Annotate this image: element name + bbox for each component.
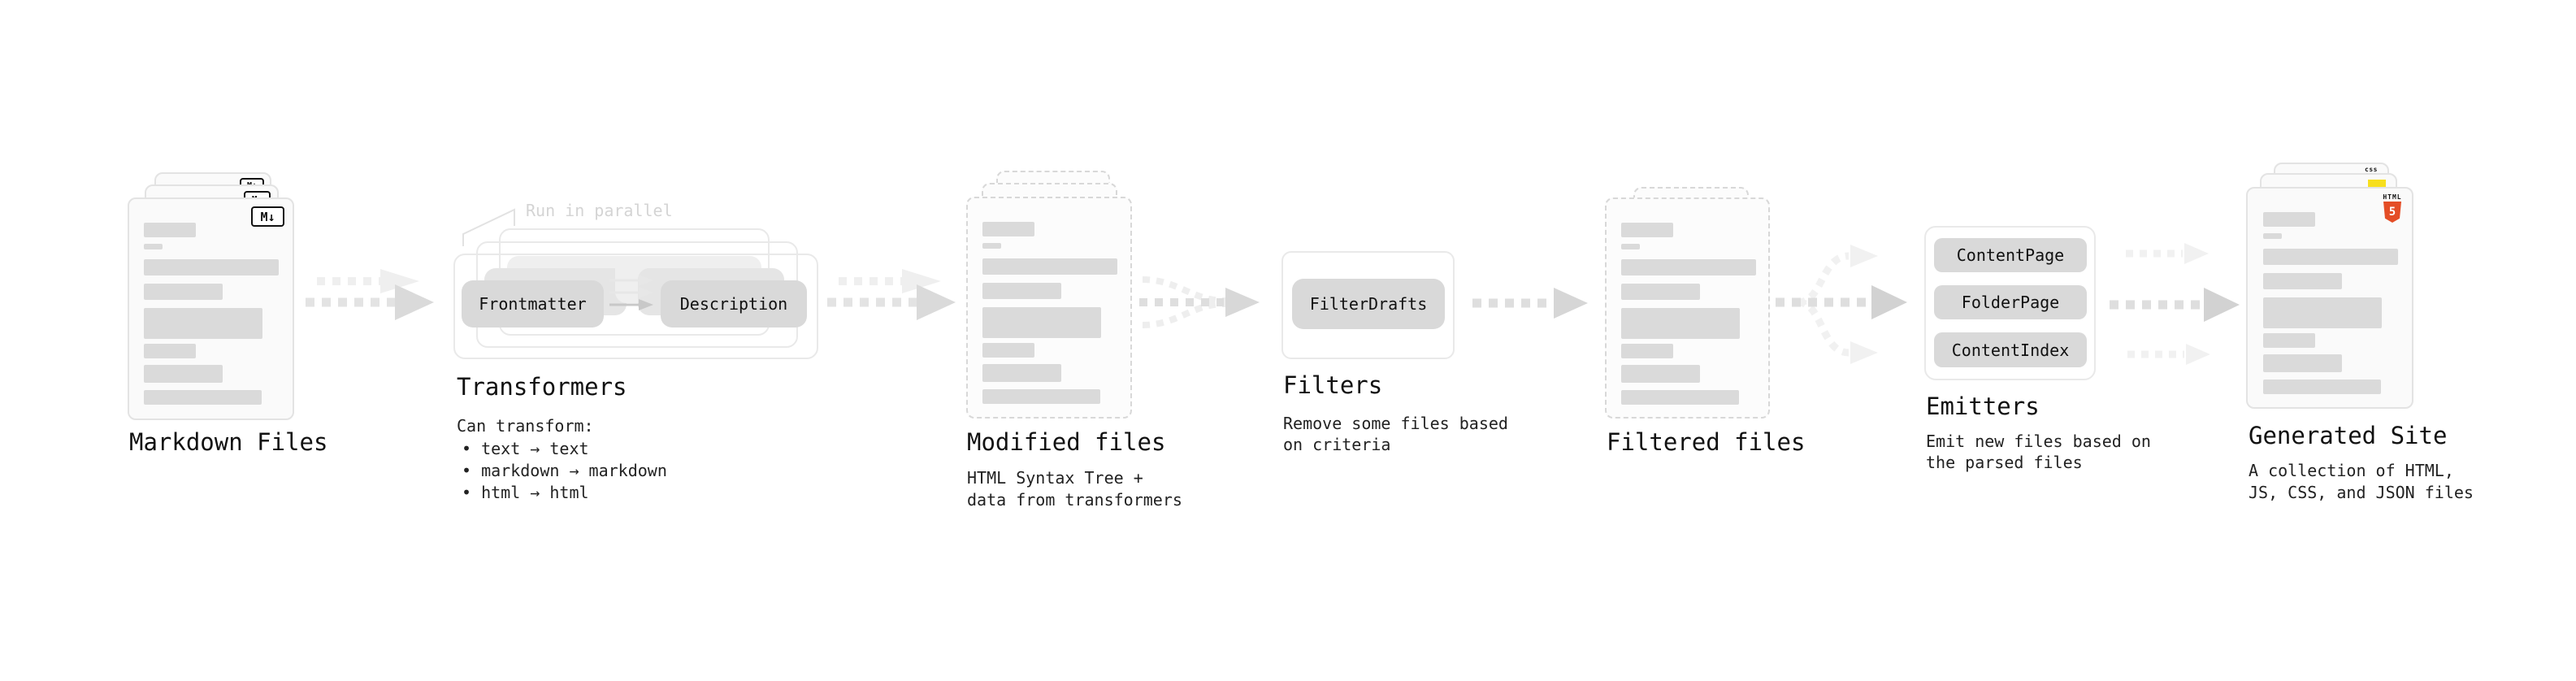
- contentindex-chip: ContentIndex: [1934, 332, 2087, 367]
- skeleton-line: [144, 365, 223, 383]
- annotation-leader-line: [462, 208, 515, 246]
- css-icon-label: css: [2365, 166, 2378, 173]
- modified-files-caption: HTML Syntax Tree + data from transformer…: [967, 467, 1182, 511]
- skeleton-line: [982, 343, 1034, 358]
- html5-icon: HTML 5: [2383, 193, 2402, 223]
- skeleton-line: [2263, 297, 2382, 328]
- folderpage-chip: FolderPage: [1934, 285, 2087, 319]
- generated-site-caption: A collection of HTML, JS, CSS, and JSON …: [2249, 460, 2474, 504]
- filters-title: Filters: [1283, 371, 1383, 399]
- js-icon: [2368, 180, 2386, 189]
- description-chip: Description: [661, 280, 807, 327]
- html5-icon-label: HTML: [2383, 193, 2402, 201]
- emitters-caption: Emit new files based on the parsed files: [1926, 431, 2151, 473]
- skeleton-line: [982, 389, 1100, 404]
- skeleton-line: [1621, 365, 1700, 383]
- caption-line: JS, CSS, and JSON files: [2249, 483, 2474, 502]
- skeleton-line: [144, 223, 196, 237]
- filtered-files-title: Filtered files: [1607, 428, 1806, 456]
- skeleton-line: [2263, 354, 2342, 372]
- skeleton-line: [144, 244, 163, 249]
- parallel-arrows-icon: [609, 275, 653, 310]
- skeleton-line: [982, 258, 1117, 275]
- arrow-markdown-to-transformers: [306, 269, 434, 320]
- markdown-icon: M↓: [251, 206, 284, 227]
- skeleton-line: [1621, 244, 1640, 249]
- arrow-filters-to-filtered: [1472, 288, 1588, 319]
- arrow-filtered-to-emitters-fan: [1776, 245, 1907, 364]
- skeleton-line: [2263, 333, 2315, 348]
- skeleton-line: [1621, 259, 1756, 275]
- skeleton-line: [1621, 390, 1739, 405]
- skeleton-line: [1621, 308, 1740, 339]
- filters-box: [1281, 251, 1455, 359]
- caption-line: Emit new files based on: [1926, 432, 2151, 451]
- html5-icon-number: 5: [2388, 206, 2396, 219]
- document-skeleton: [968, 198, 1130, 404]
- contentpage-chip: ContentPage: [1934, 238, 2087, 272]
- filterdrafts-chip: FilterDrafts: [1292, 279, 1445, 329]
- bullet-line: • text → text: [462, 439, 589, 458]
- document-skeleton: [2248, 189, 2412, 394]
- skeleton-line: [982, 243, 1001, 249]
- transformers-bullets: • text → text • markdown → markdown • ht…: [462, 438, 667, 504]
- transformers-caption: Can transform:: [457, 416, 594, 436]
- skeleton-line: [982, 307, 1101, 338]
- transformers-box-front: [453, 254, 818, 359]
- filtered-card-front: [1605, 197, 1770, 419]
- generated-site-title: Generated Site: [2249, 422, 2448, 449]
- skeleton-line: [2263, 380, 2381, 394]
- frontmatter-chip: Frontmatter: [462, 280, 604, 327]
- skeleton-line: [982, 364, 1061, 382]
- skeleton-line: [144, 284, 223, 300]
- bullet-line: • html → html: [462, 483, 589, 502]
- skeleton-line: [2263, 249, 2398, 265]
- html5-icon-shield: 5: [2383, 202, 2401, 223]
- generated-card-front: HTML 5: [2246, 187, 2413, 409]
- run-in-parallel-annotation: Run in parallel: [526, 201, 673, 220]
- modified-card-front: [966, 197, 1132, 419]
- document-skeleton: [129, 199, 293, 405]
- caption-line: data from transformers: [967, 490, 1182, 510]
- caption-line: HTML Syntax Tree +: [967, 468, 1143, 488]
- arrow-emitters-to-generated: [2110, 243, 2240, 365]
- document-skeleton: [1607, 199, 1768, 405]
- caption-line: on criteria: [1283, 435, 1391, 454]
- emitters-title: Emitters: [1926, 393, 2040, 420]
- skeleton-line: [1621, 284, 1700, 300]
- caption-line: Remove some files based: [1283, 414, 1508, 433]
- arrow-modified-to-filters-merge: [1139, 276, 1260, 328]
- markdown-card-front: M↓: [128, 197, 294, 420]
- bullet-line: • markdown → markdown: [462, 461, 667, 480]
- markdown-files-title: Markdown Files: [129, 428, 328, 456]
- modified-files-title: Modified files: [967, 428, 1166, 456]
- caption-line: A collection of HTML,: [2249, 461, 2454, 480]
- skeleton-line: [144, 308, 262, 339]
- arrow-transformers-to-modified: [827, 269, 956, 320]
- skeleton-line: [2263, 273, 2342, 289]
- caption-line: the parsed files: [1926, 453, 2083, 472]
- skeleton-line: [144, 344, 196, 358]
- skeleton-line: [2263, 233, 2282, 239]
- skeleton-line: [1621, 223, 1673, 237]
- transformers-title: Transformers: [457, 373, 627, 401]
- skeleton-line: [144, 259, 279, 275]
- skeleton-line: [982, 222, 1034, 236]
- skeleton-line: [982, 283, 1061, 299]
- skeleton-line: [2263, 212, 2315, 227]
- skeleton-line: [1621, 344, 1673, 358]
- skeleton-line: [144, 390, 262, 405]
- filters-caption: Remove some files based on criteria: [1283, 413, 1508, 455]
- emitters-box: [1924, 226, 2096, 380]
